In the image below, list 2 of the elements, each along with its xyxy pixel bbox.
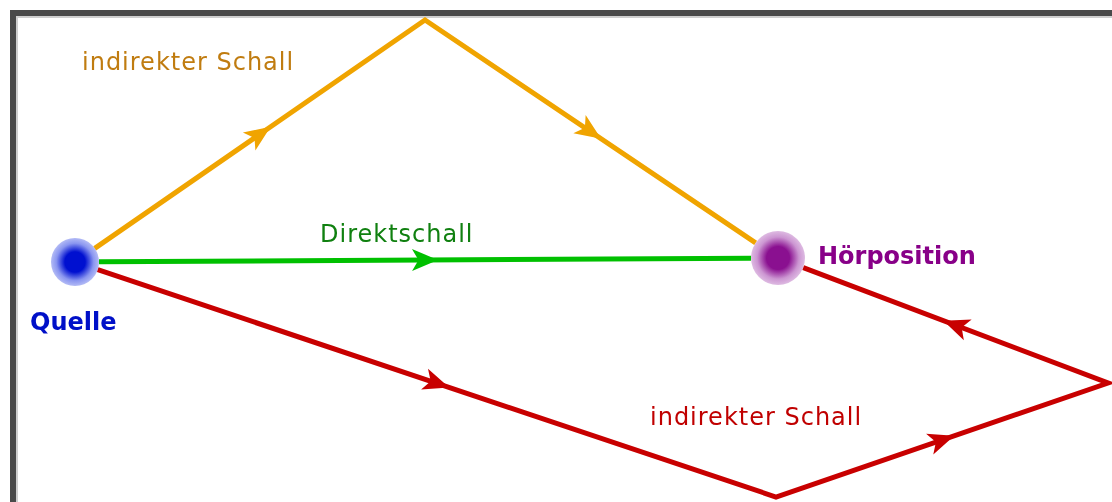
node-label: Hörposition [818,242,976,270]
node-label: Quelle [30,308,117,336]
